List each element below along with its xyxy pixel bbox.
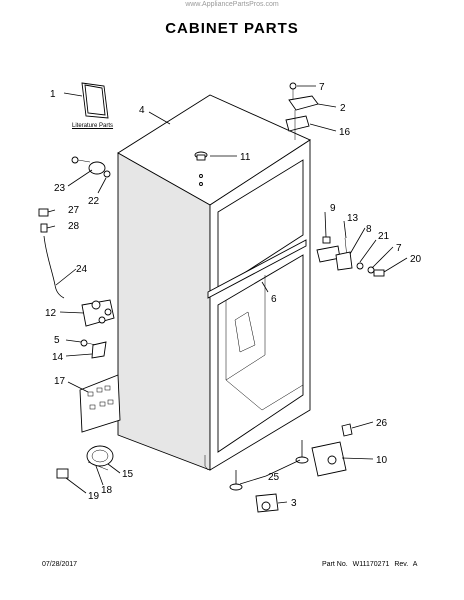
callout-26: 26 — [376, 418, 388, 429]
callout-6: 6 — [271, 294, 277, 305]
rev-label: Rev. — [394, 561, 409, 568]
callout-4: 4 — [139, 105, 145, 116]
leveling-leg-part — [229, 440, 309, 491]
callout-1: 1 — [50, 89, 56, 100]
callout-22: 22 — [88, 196, 100, 207]
watermark: www.AppliancePartsPros.com — [185, 1, 279, 8]
footer-date: 07/28/2017 — [42, 561, 78, 568]
callout-15: 15 — [122, 469, 134, 480]
part-no-label: Part No. — [322, 561, 348, 568]
page-title: CABINET PARTS — [165, 20, 299, 37]
callout-13: 13 — [347, 213, 359, 224]
callout-14: 14 — [52, 352, 64, 363]
center-hinge-part — [316, 236, 385, 277]
callout-25: 25 — [268, 472, 280, 483]
callout-3: 3 — [291, 498, 297, 509]
water-tube-part — [38, 208, 65, 299]
literature-part — [81, 82, 109, 119]
callout-7a: 7 — [319, 82, 325, 93]
control-board-part — [79, 374, 121, 433]
callout-28: 28 — [68, 221, 80, 232]
top-hinge-part — [285, 82, 319, 140]
callout-8: 8 — [366, 224, 372, 235]
callout-5: 5 — [54, 335, 60, 346]
top-grommet-part — [194, 151, 208, 186]
screw-bracket-part — [80, 339, 107, 359]
callout-12: 12 — [45, 308, 57, 319]
callout-7b: 7 — [396, 243, 402, 254]
valve-bracket-part — [71, 156, 111, 178]
callout-10: 10 — [376, 455, 388, 466]
callout-24: 24 — [76, 264, 88, 275]
callout-18: 18 — [101, 485, 113, 496]
small-block-part — [56, 468, 69, 479]
callout-11: 11 — [240, 152, 251, 163]
callout-16: 16 — [339, 127, 351, 138]
motor-part — [86, 445, 114, 471]
cabinet-shell — [117, 94, 311, 471]
rev-value: A — [412, 561, 418, 568]
literature-parts-label: Literature Parts — [72, 123, 114, 129]
callout-23: 23 — [54, 183, 66, 194]
callout-21: 21 — [378, 231, 390, 242]
footer-part-number: Part No. W11170271 Rev. A — [322, 561, 420, 568]
leveler-bracket-part — [311, 441, 347, 477]
part-no-value: W11170271 — [352, 561, 390, 568]
callout-2: 2 — [340, 103, 346, 114]
callout-9: 9 — [330, 203, 336, 214]
roller-part — [255, 493, 279, 513]
inlet-valve-part — [81, 299, 115, 327]
callout-20: 20 — [410, 254, 422, 265]
callout-27: 27 — [68, 205, 80, 216]
callout-19: 19 — [88, 491, 100, 502]
leader-lines — [46, 85, 408, 504]
plug-part — [341, 423, 353, 437]
callout-17: 17 — [54, 376, 66, 387]
